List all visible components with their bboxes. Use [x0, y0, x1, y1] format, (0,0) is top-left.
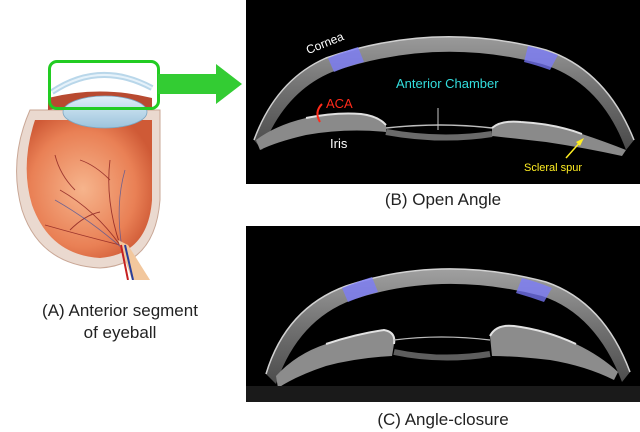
label-scleral-spur: Scleral spur	[524, 162, 583, 174]
eyeball-illustration	[0, 40, 170, 281]
caption-panel-a: (A) Anterior segment of eyeball	[0, 300, 240, 344]
label-anterior-chamber: Anterior Chamber	[396, 76, 499, 91]
caption-panel-a-line2: of eyeball	[83, 323, 157, 342]
oct-image-angle-closure	[246, 226, 640, 402]
caption-panel-c: (C) Angle-closure	[377, 410, 509, 429]
anterior-segment-highlight-box	[48, 60, 160, 110]
label-aca: ACA	[326, 96, 353, 111]
caption-panel-b: (B) Open Angle	[384, 190, 502, 209]
green-arrow	[158, 64, 244, 104]
caption-panel-a-line1: (A) Anterior segment	[42, 301, 198, 320]
oct-image-open-angle: Cornea Anterior Chamber ACA Iris Scleral…	[246, 0, 640, 184]
label-iris: Iris	[330, 136, 348, 151]
